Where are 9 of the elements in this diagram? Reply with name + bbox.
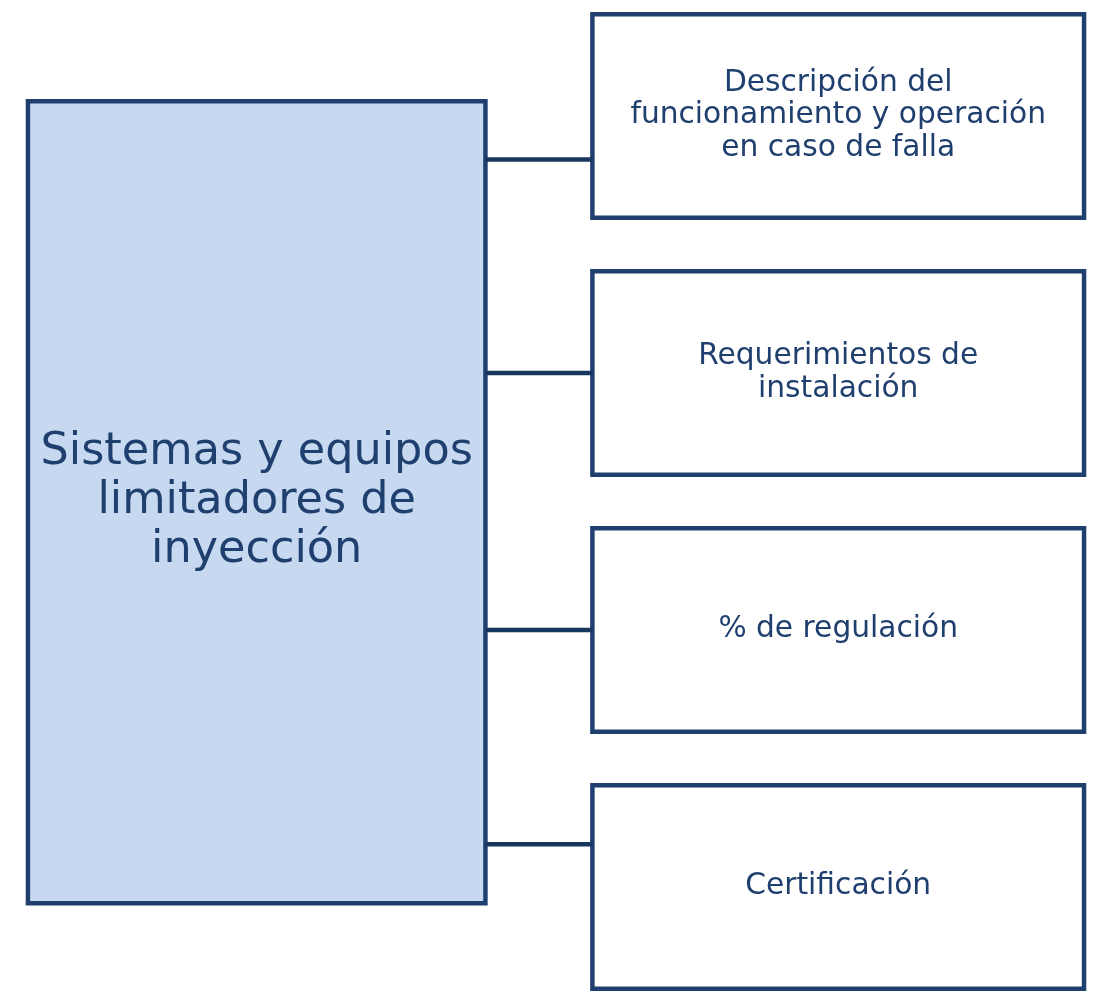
connector <box>485 627 592 633</box>
node-box: Descripción del funcionamiento y operación en caso de falla <box>589 12 1086 220</box>
connector <box>485 157 592 162</box>
connector <box>485 370 592 376</box>
node-box: Sistemas y equipos limitadores de inyección <box>25 98 488 906</box>
node-box: Certificación <box>589 783 1086 991</box>
node-box: % de regulación <box>589 526 1086 734</box>
node-box: Requerimientos de instalación <box>589 269 1086 477</box>
connector <box>485 842 592 847</box>
